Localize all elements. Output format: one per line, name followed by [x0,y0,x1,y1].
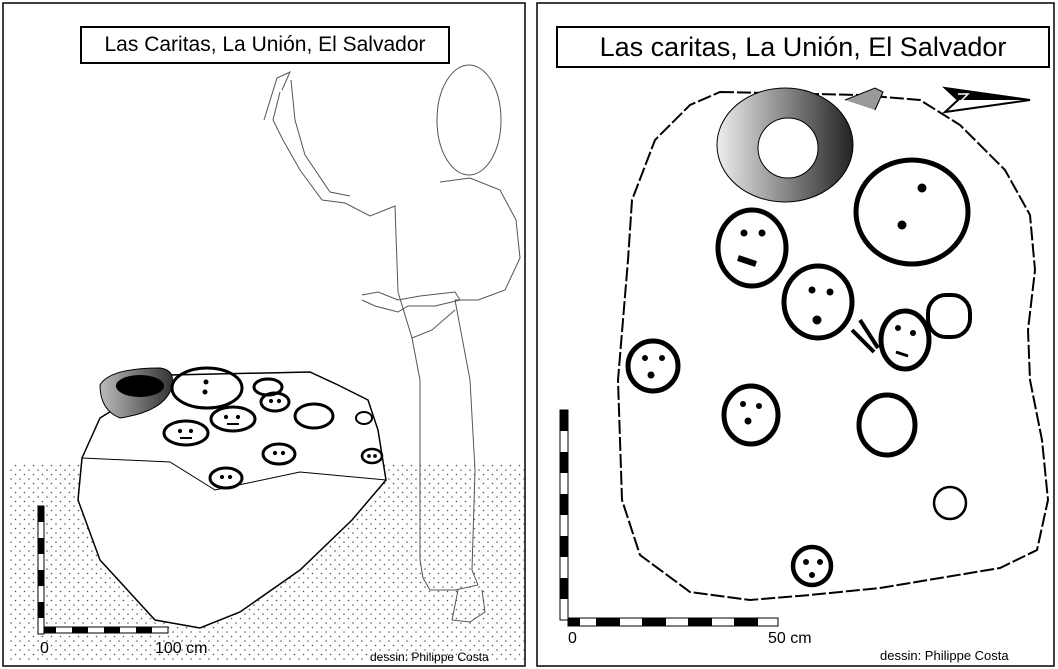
carved-faces [162,366,384,490]
left-scale-end: 100 cm [155,640,208,657]
right-scale-end: 50 cm [768,630,812,647]
left-scale-bar [37,505,169,635]
right-scale-zero: 0 [568,630,577,647]
rock-outline [77,371,387,629]
carved-faces [625,157,972,588]
right-drawing-panel: Las caritas, La Unión, El Salvador 0 50 … [530,0,1058,669]
left-title: Las Caritas, La Unión, El Salvador [80,26,450,64]
right-drawing [536,2,1055,667]
right-credit: dessin: Philippe Costa [880,648,1009,663]
left-scale-zero: 0 [40,640,49,657]
left-credit: dessin: Philippe Costa [370,650,489,664]
right-scale-bar [559,409,779,627]
rock-outline [616,90,1050,602]
right-title: Las caritas, La Unión, El Salvador [556,26,1050,68]
human-figure [263,64,521,623]
north-arrow-icon [941,86,1031,114]
left-drawing [2,2,526,667]
left-drawing-panel: Las Caritas, La Unión, El Salvador 0 100… [0,0,528,669]
